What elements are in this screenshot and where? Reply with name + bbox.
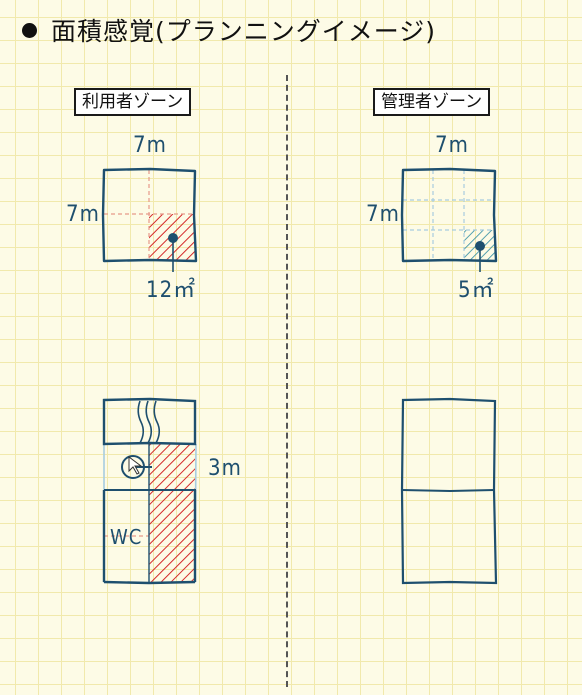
admin-room-plan (400, 167, 498, 272)
floor-divider (401, 489, 495, 493)
user-width-dimension: 7m (133, 133, 167, 158)
user-floor-plan (102, 397, 197, 585)
admin-width-dimension: 7m (435, 133, 469, 158)
page-title: 面積感覚(プランニングイメージ) (22, 12, 436, 48)
wave-line (153, 400, 161, 444)
admin-floor-plan (400, 397, 498, 585)
user-room-plan (101, 167, 198, 272)
wc-label: WC (110, 525, 143, 549)
user-zone-label: 利用者ゾーン (74, 88, 192, 116)
admin-area-label: 5㎡ (458, 278, 495, 303)
page-title-text: 面積感覚(プランニングイメージ) (51, 17, 437, 46)
corridor-dimension: 3m (208, 456, 242, 481)
wave-line (145, 400, 153, 444)
user-height-dimension: 7m (66, 202, 100, 227)
admin-height-dimension: 7m (366, 202, 400, 227)
admin-floor-outline (400, 397, 498, 585)
corridor-hatch (149, 444, 195, 582)
user-area-label: 12㎡ (146, 278, 197, 303)
user-room-outline (101, 167, 198, 263)
floor-bottom (103, 580, 196, 585)
bullet-icon (22, 22, 37, 38)
zone-divider (286, 75, 288, 687)
wave-line (137, 400, 145, 444)
cursor-icon (128, 456, 143, 475)
admin-room-outline (400, 167, 498, 263)
admin-zone-label: 管理者ゾーン (373, 88, 491, 116)
upper-block (102, 397, 197, 446)
